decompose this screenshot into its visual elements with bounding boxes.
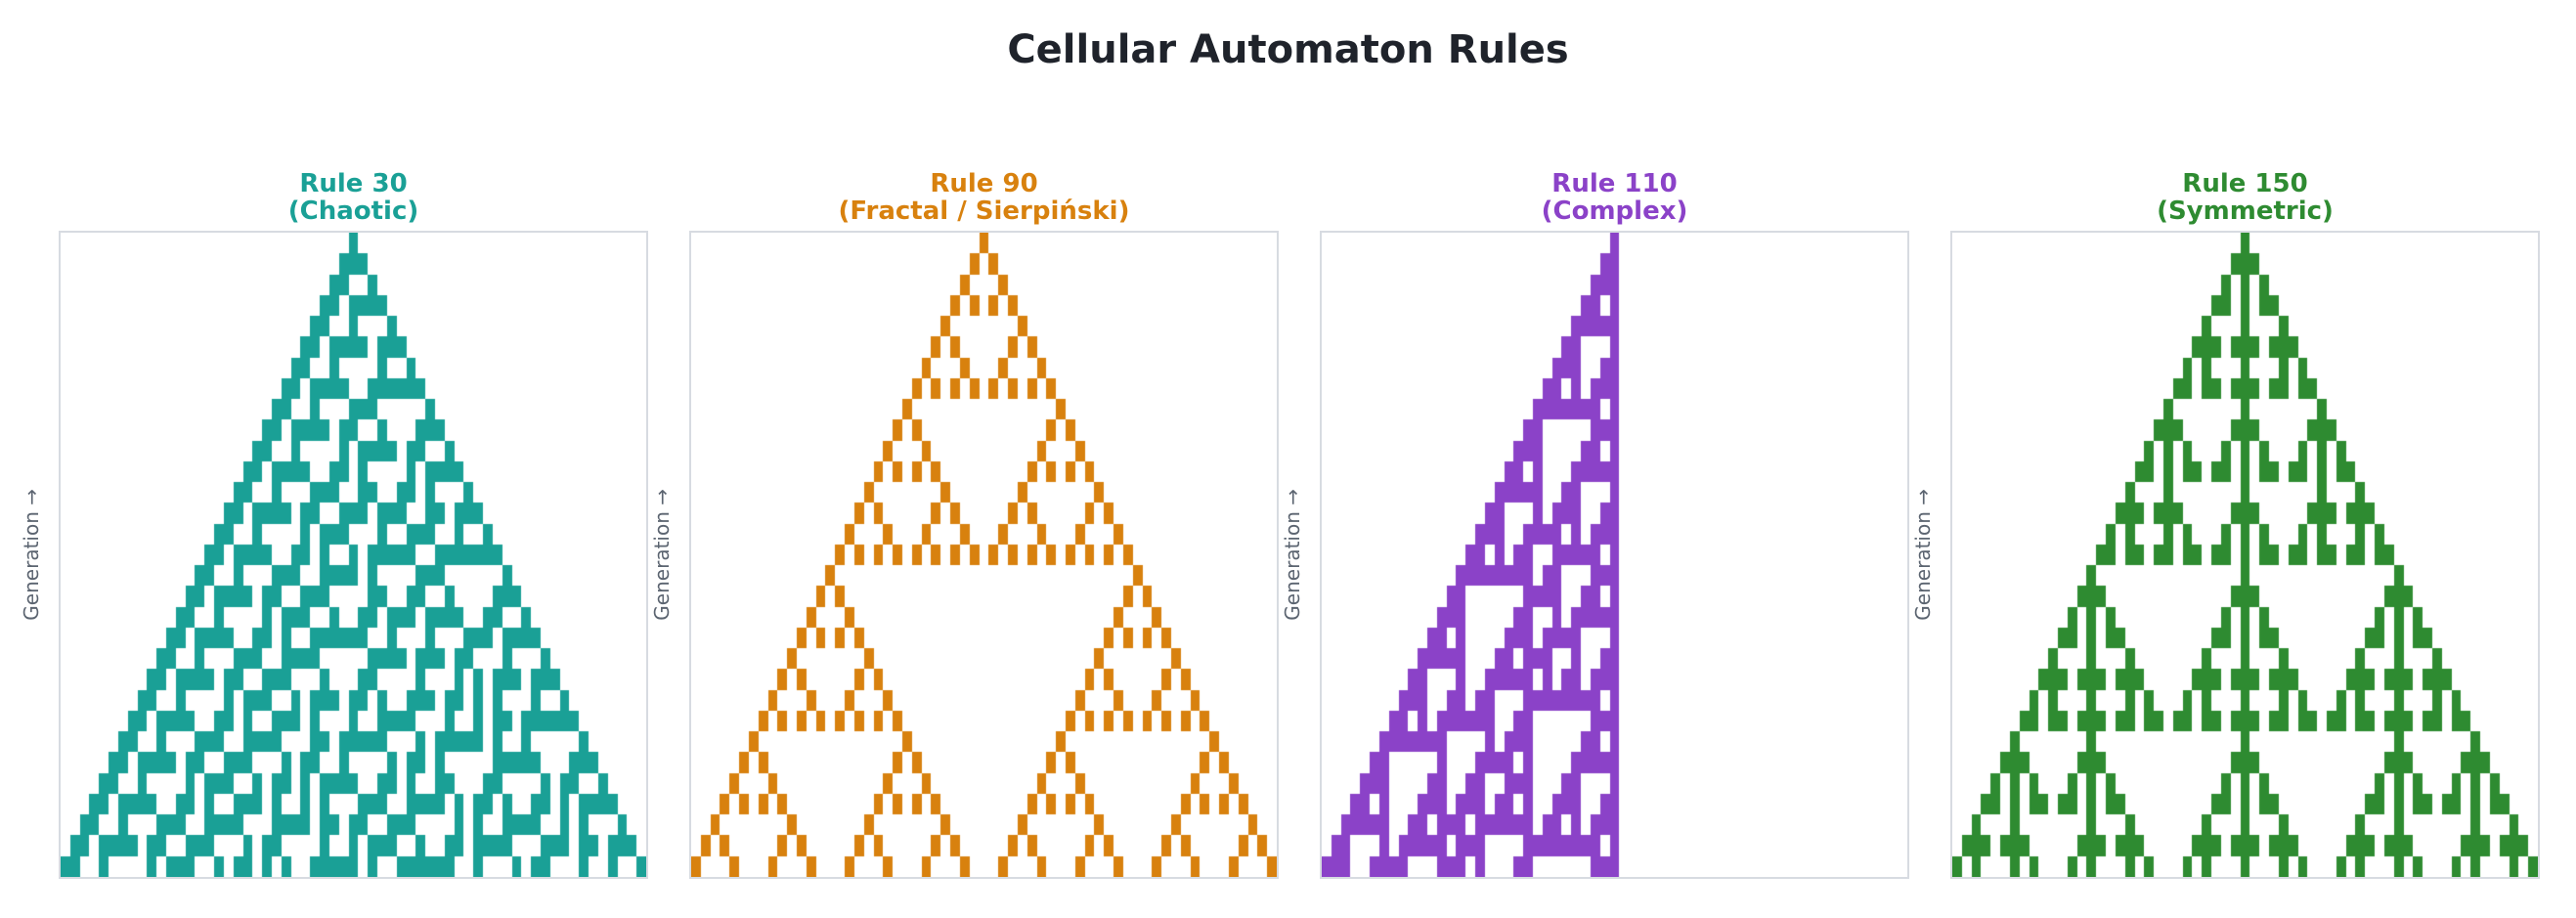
rule-150-automaton-canvas	[1952, 233, 2538, 877]
panel-rule-110: Generation → Rule 110 (Complex)	[1281, 0, 1909, 918]
rule-30-title-line1: Rule 30	[299, 169, 408, 198]
rule-90-plot-frame	[689, 231, 1279, 879]
generation-axis-label: Generation →	[1281, 489, 1304, 621]
rule-90-title-line1: Rule 90	[930, 169, 1038, 198]
generation-axis-label: Generation →	[650, 489, 674, 621]
rule-150-title-line1: Rule 150	[2182, 169, 2308, 198]
rule-110-title-line1: Rule 110	[1551, 169, 1678, 198]
rule-90-title: Rule 90 (Fractal / Sierpiński)	[691, 170, 1277, 225]
rule-110-title-line2: (Complex)	[1541, 197, 1688, 226]
rule-110-yaxis: Generation →	[1271, 233, 1314, 877]
panel-rule-30: Generation → Rule 30 (Chaotic)	[20, 0, 648, 918]
rule-110-plot-frame	[1320, 231, 1909, 879]
rule-150-title: Rule 150 (Symmetric)	[1952, 170, 2538, 225]
rule-30-title-line2: (Chaotic)	[287, 197, 419, 226]
rule-90-title-line2: (Fractal / Sierpiński)	[838, 197, 1130, 226]
rule-110-automaton-canvas	[1322, 233, 1907, 877]
generation-axis-label: Generation →	[20, 489, 43, 621]
page-title: Cellular Automaton Rules	[1007, 27, 1569, 72]
rule-30-plot-frame	[59, 231, 648, 879]
rule-150-yaxis: Generation →	[1901, 233, 1944, 877]
generation-axis-label: Generation →	[1911, 489, 1935, 621]
panel-rule-150: Generation → Rule 150 (Symmetric)	[1911, 0, 2540, 918]
rule-30-yaxis: Generation →	[10, 233, 53, 877]
rule-30-title: Rule 30 (Chaotic)	[61, 170, 646, 225]
rule-30-automaton-canvas	[61, 233, 646, 877]
rule-90-yaxis: Generation →	[640, 233, 683, 877]
panel-rule-90: Generation → Rule 90 (Fractal / Sierpińs…	[650, 0, 1279, 918]
rule-90-automaton-canvas	[691, 233, 1277, 877]
rule-150-title-line2: (Symmetric)	[2157, 197, 2334, 226]
rule-150-plot-frame	[1950, 231, 2540, 879]
rule-110-title: Rule 110 (Complex)	[1322, 170, 1907, 225]
